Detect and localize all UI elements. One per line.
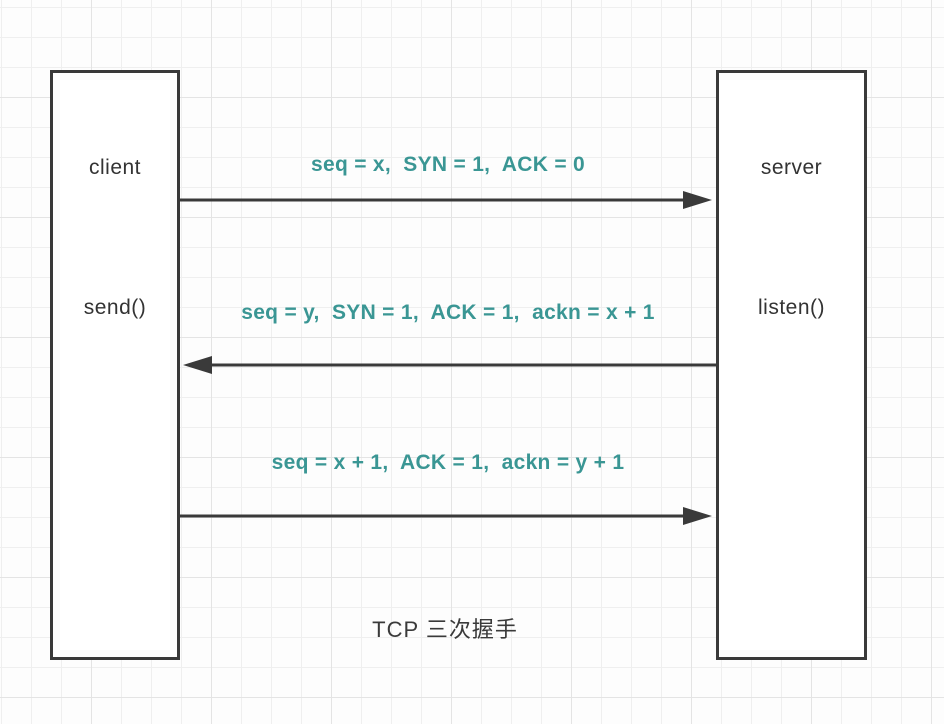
syn-ack-arrow-left-icon <box>183 356 716 374</box>
syn-arrow-right-icon <box>180 191 712 209</box>
ack-arrow-right-icon <box>180 507 712 525</box>
client-lifeline-box: client send() <box>50 70 180 660</box>
server-label: server <box>760 156 823 179</box>
message-label-syn: seq = x, SYN = 1, ACK = 0 <box>310 153 586 176</box>
message-label-ack: seq = x + 1, ACK = 1, ackn = y + 1 <box>271 451 625 474</box>
diagram-title: TCP 三次握手 <box>372 617 518 642</box>
client-label: client <box>88 156 142 179</box>
client-action-label: send() <box>83 296 147 319</box>
server-action-label: listen() <box>757 296 825 319</box>
message-label-syn-ack: seq = y, SYN = 1, ACK = 1, ackn = x + 1 <box>241 301 655 324</box>
server-lifeline-box: server listen() <box>716 70 867 660</box>
